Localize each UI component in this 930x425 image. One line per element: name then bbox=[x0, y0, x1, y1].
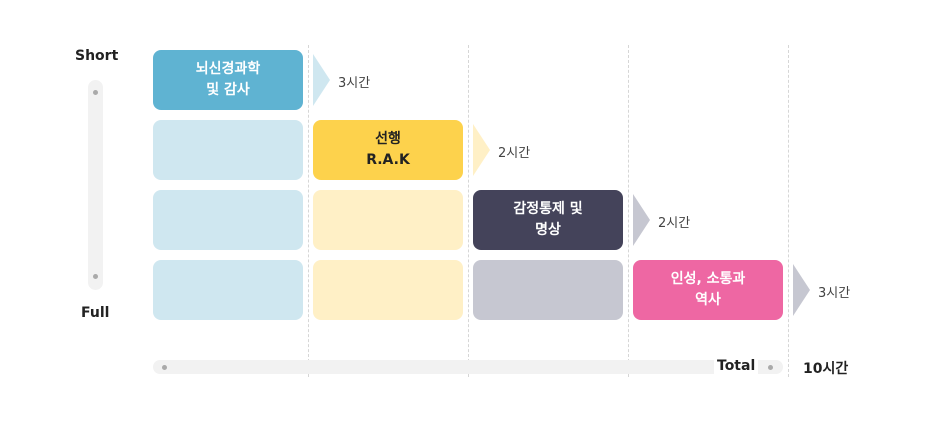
step-box-faded bbox=[313, 190, 463, 250]
total-value: 10시간 bbox=[803, 361, 849, 377]
arrow-icon bbox=[793, 264, 810, 316]
step-hours: 3시간 bbox=[338, 76, 371, 91]
axis-dot-top bbox=[93, 90, 98, 95]
divider bbox=[468, 45, 469, 377]
vertical-axis-bar bbox=[88, 80, 103, 290]
arrow-icon bbox=[313, 54, 330, 106]
step-box: 인성, 소통과 역사 bbox=[633, 260, 783, 320]
divider bbox=[308, 45, 309, 377]
arrow-icon bbox=[633, 194, 650, 246]
axis-dot-bottom bbox=[93, 274, 98, 279]
total-bar bbox=[153, 360, 783, 374]
step-box: 뇌신경과학 및 감사 bbox=[153, 50, 303, 110]
step-hours: 2시간 bbox=[658, 216, 691, 231]
total-dot-right bbox=[768, 365, 773, 370]
total-label: Total bbox=[714, 358, 759, 374]
step-box-faded bbox=[153, 260, 303, 320]
step-box: 감정통제 및 명상 bbox=[473, 190, 623, 250]
step-box-faded bbox=[313, 260, 463, 320]
step-box-faded bbox=[153, 190, 303, 250]
axis-full-label: Full bbox=[81, 305, 110, 321]
step-box: 선행 R.A.K bbox=[313, 120, 463, 180]
arrow-icon bbox=[473, 124, 490, 176]
step-box-faded bbox=[153, 120, 303, 180]
divider bbox=[628, 45, 629, 377]
axis-short-label: Short bbox=[75, 48, 119, 64]
total-dot-left bbox=[162, 365, 167, 370]
step-hours: 2시간 bbox=[498, 146, 531, 161]
divider bbox=[788, 45, 789, 377]
step-box-faded bbox=[473, 260, 623, 320]
step-hours: 3시간 bbox=[818, 286, 851, 301]
